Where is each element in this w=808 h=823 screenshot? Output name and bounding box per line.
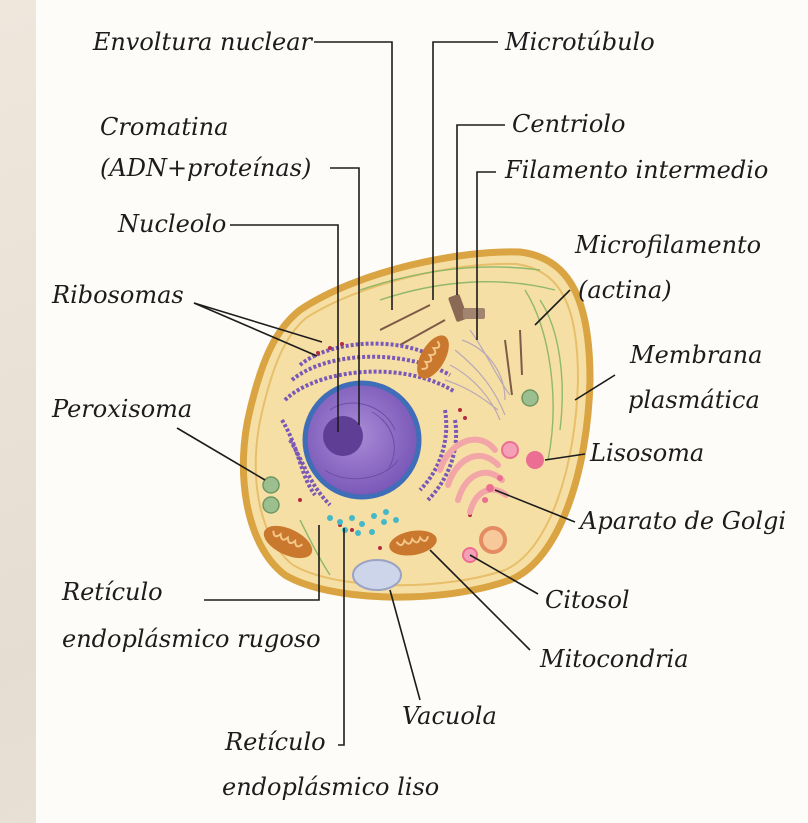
label-mitocondria: Mitocondria bbox=[539, 645, 689, 673]
label-centriolo: Centriolo bbox=[512, 110, 625, 138]
secretory-vesicle bbox=[481, 528, 505, 552]
label-peroxisoma: Peroxisoma bbox=[51, 395, 192, 423]
nucleus bbox=[305, 383, 419, 497]
label-rel-1: Retículo bbox=[224, 728, 326, 756]
label-membrana-2: plasmática bbox=[628, 386, 760, 414]
label-rer-2: endoplásmico rugoso bbox=[62, 625, 321, 653]
label-cromatina-2: (ADN+proteínas) bbox=[100, 154, 311, 182]
label-nucleolo: Nucleolo bbox=[117, 210, 226, 238]
label-ribosomas: Ribosomas bbox=[51, 281, 184, 309]
label-microfilamento-2: (actina) bbox=[578, 276, 672, 304]
label-membrana-1: Membrana bbox=[629, 341, 762, 369]
label-rer-1: Retículo bbox=[61, 578, 163, 606]
label-cromatina-1: Cromatina bbox=[100, 113, 228, 141]
label-envoltura-nuclear: Envoltura nuclear bbox=[92, 28, 314, 56]
label-golgi: Aparato de Golgi bbox=[578, 507, 786, 535]
label-lisosoma: Lisosoma bbox=[589, 439, 704, 467]
vacuole bbox=[353, 560, 401, 590]
nucleolus bbox=[323, 416, 363, 456]
label-rel-2: endoplásmico liso bbox=[222, 773, 439, 801]
label-filamento-intermedio: Filamento intermedio bbox=[504, 156, 768, 184]
label-microtubulo: Microtúbulo bbox=[504, 28, 655, 56]
label-citosol: Citosol bbox=[545, 586, 630, 614]
label-microfilamento-1: Microfilamento bbox=[574, 231, 761, 259]
label-vacuola: Vacuola bbox=[402, 702, 497, 730]
